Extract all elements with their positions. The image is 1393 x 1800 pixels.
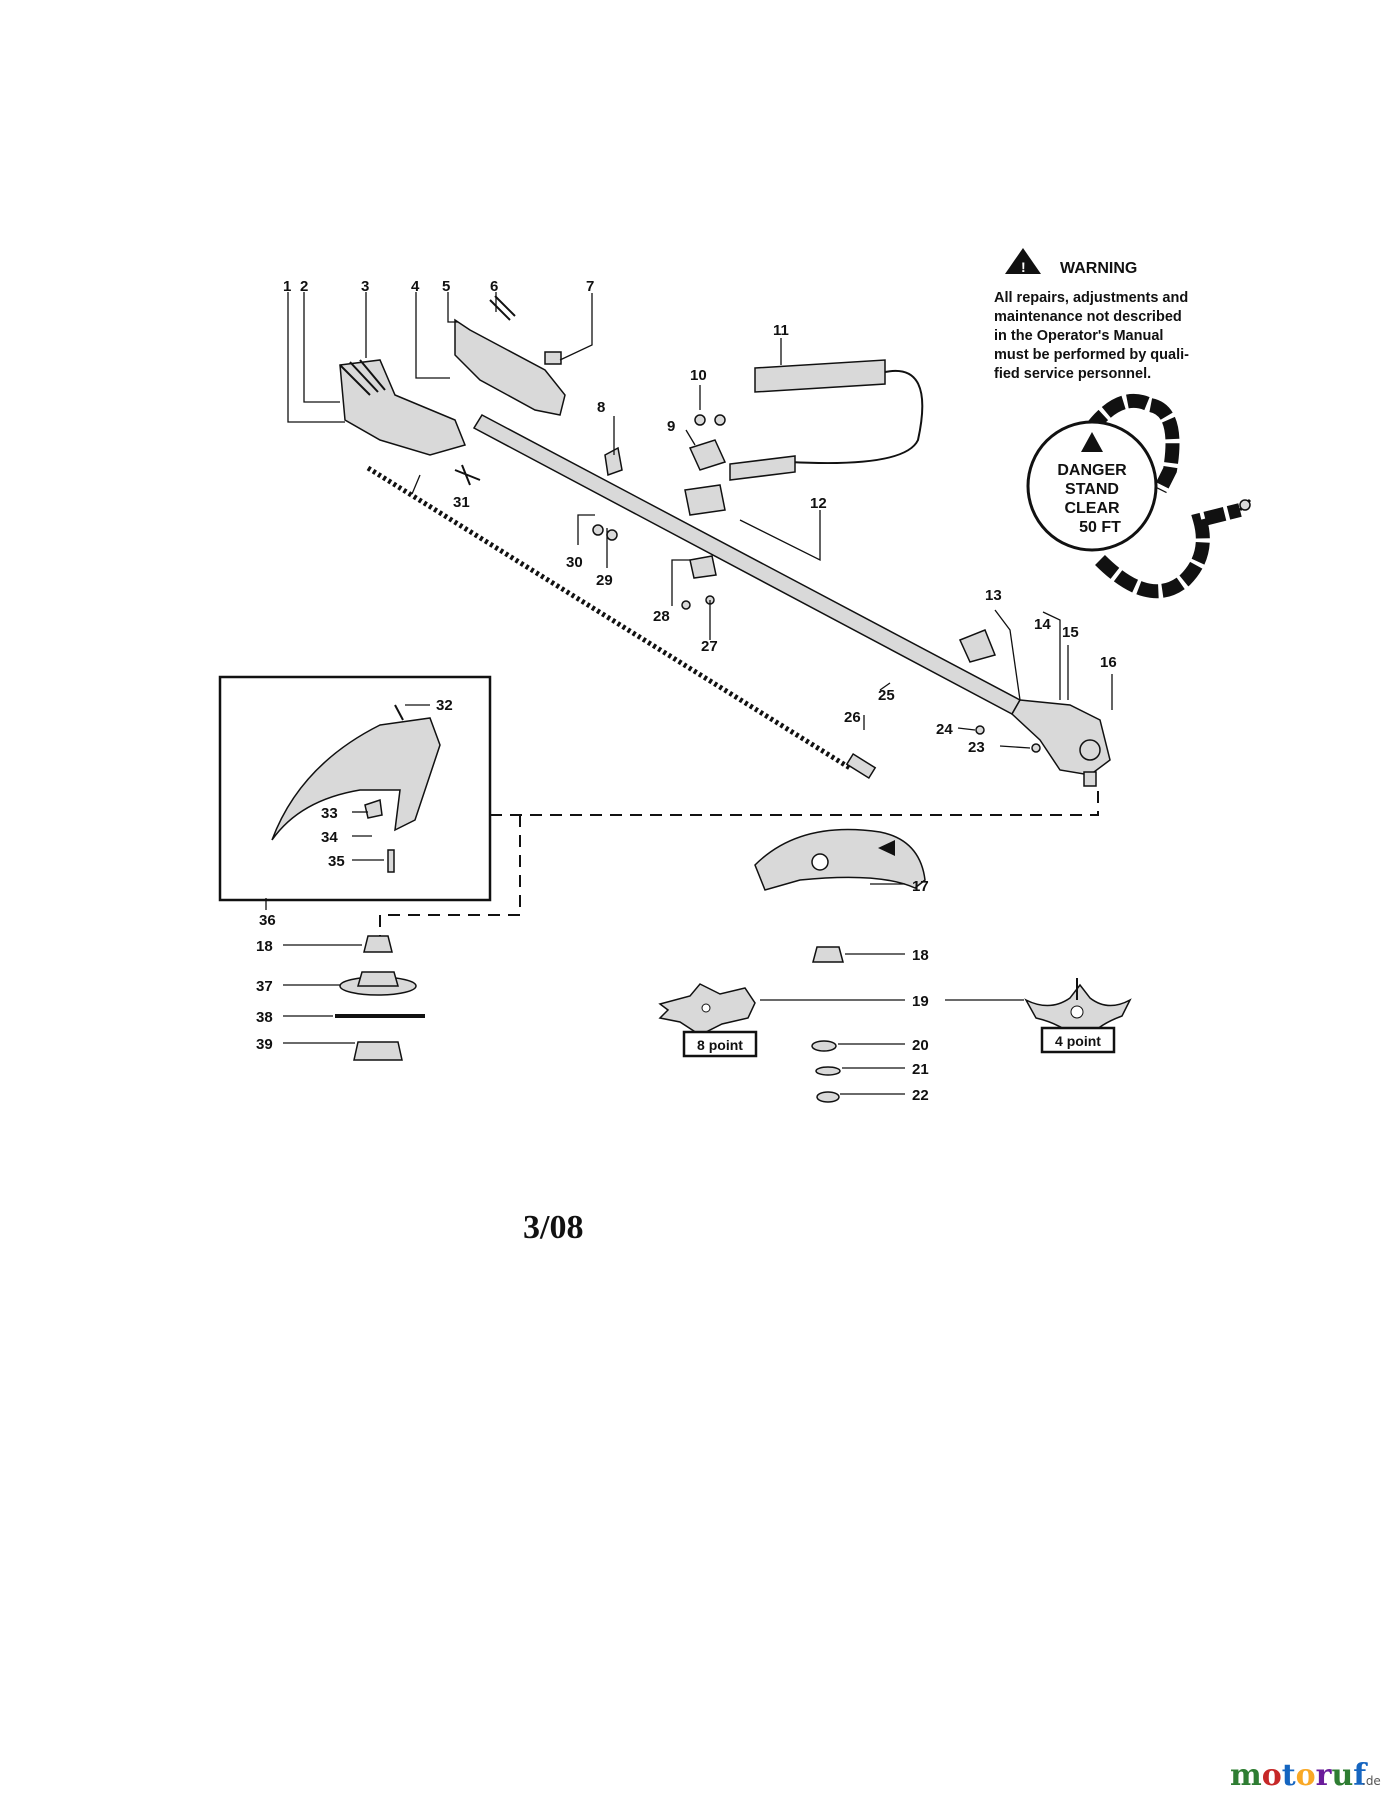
warning-block: ! WARNING All repairs, adjustments and m…	[994, 248, 1189, 382]
callout-10: 10	[690, 367, 707, 384]
callout-29: 29	[596, 572, 613, 589]
callout-27: 27	[701, 638, 718, 655]
callout-4: 4	[411, 278, 420, 295]
drive-shaft-tube	[472, 414, 1022, 716]
callout-33: 33	[321, 805, 338, 822]
warning-line: fied service personnel.	[994, 366, 1151, 382]
danger-label-line: STAND	[1065, 481, 1119, 498]
danger-label: DANGER STAND CLEAR 50 FT	[1026, 420, 1158, 552]
watermark-logo: motoruf .de	[1230, 1758, 1381, 1793]
callout-18b: 18	[256, 938, 273, 955]
washers-20-22	[811, 1040, 841, 1103]
callout-1: 1	[283, 278, 291, 295]
callout-8: 8	[597, 399, 605, 416]
callout-13: 13	[985, 587, 1002, 604]
danger-label-line: CLEAR	[1064, 500, 1120, 517]
loop-handle	[729, 359, 924, 481]
connection-lines	[379, 790, 1099, 940]
callout-6: 6	[490, 278, 498, 295]
callout-36: 36	[259, 912, 276, 929]
warning-line: in the Operator's Manual	[994, 328, 1163, 344]
danger-label-line: 50 FT	[1079, 519, 1121, 536]
callout-3: 3	[361, 278, 369, 295]
blade-nut-18	[812, 946, 844, 963]
callout-25: 25	[878, 687, 895, 704]
flex-drive-cable	[366, 465, 877, 780]
eight-point-label: 8 point	[697, 1037, 743, 1053]
callout-19: 19	[912, 993, 929, 1010]
handle-clamp	[684, 414, 727, 516]
blade-type-box-8: 8 point	[682, 1030, 758, 1058]
engine-housing	[339, 359, 467, 456]
callout-34: 34	[321, 829, 338, 846]
callout-2: 2	[300, 278, 308, 295]
warning-line: must be performed by quali-	[994, 347, 1189, 363]
callout-numbers: 1 2 3 4 5 6 7 8 9 10 11 12 13 14 15 16 1…	[256, 278, 1117, 1104]
callout-21: 21	[912, 1061, 929, 1078]
callout-12: 12	[810, 495, 827, 512]
callout-37: 37	[256, 978, 273, 995]
grass-deflector-inset	[218, 675, 492, 902]
warning-line: maintenance not described	[994, 309, 1182, 325]
callout-5: 5	[442, 278, 450, 295]
warning-line: All repairs, adjustments and	[994, 290, 1188, 306]
watermark-brand: motoruf	[1230, 1758, 1368, 1793]
callout-11: 11	[773, 322, 789, 339]
callout-30: 30	[566, 554, 583, 571]
callout-15: 15	[1062, 624, 1079, 641]
callout-23: 23	[968, 739, 985, 756]
danger-label-line: DANGER	[1057, 462, 1127, 479]
callout-7: 7	[586, 278, 594, 295]
callout-31: 31	[453, 494, 470, 511]
callout-28: 28	[653, 608, 670, 625]
svg-text:!: !	[1021, 259, 1026, 275]
warning-title: WARNING	[1060, 260, 1137, 277]
trimmer-head-stack	[335, 935, 425, 1061]
callout-14: 14	[1034, 616, 1051, 633]
four-point-label: 4 point	[1055, 1033, 1101, 1049]
callout-24: 24	[936, 721, 953, 738]
callout-9: 9	[667, 418, 675, 435]
callout-20: 20	[912, 1037, 929, 1054]
leader-lines	[265, 292, 1113, 1095]
blade-guard	[754, 828, 926, 891]
shoulder-harness	[1084, 394, 1252, 599]
gear-head	[958, 629, 1111, 787]
warning-icon	[1005, 248, 1041, 274]
callout-39: 39	[256, 1036, 273, 1053]
callout-17: 17	[912, 878, 929, 895]
eight-point-blade	[658, 983, 756, 1036]
blade-type-box-4: 4 point	[1040, 1026, 1116, 1054]
callout-32: 32	[436, 697, 453, 714]
callout-35: 35	[328, 853, 345, 870]
throttle-housing	[454, 295, 566, 416]
watermark-tld: .de	[1362, 1774, 1381, 1788]
callout-22: 22	[912, 1087, 929, 1104]
callout-38: 38	[256, 1009, 273, 1026]
callout-18: 18	[912, 947, 929, 964]
revision-date: 3/08	[523, 1209, 583, 1246]
callout-16: 16	[1100, 654, 1117, 671]
callout-26: 26	[844, 709, 861, 726]
